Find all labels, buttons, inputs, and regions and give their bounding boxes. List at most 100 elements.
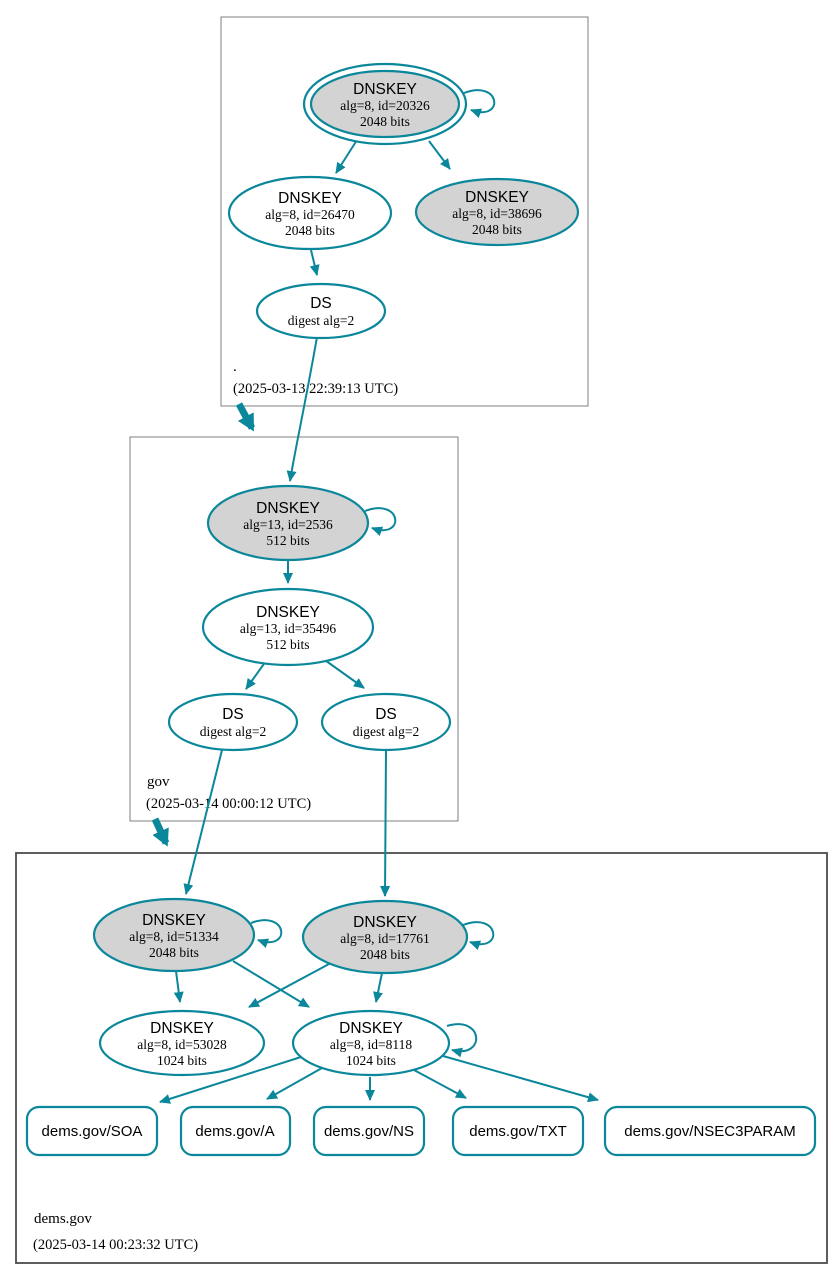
dnskey-bits: 1024 bits	[157, 1053, 207, 1068]
rrset-label: dems.gov/NSEC3PARAM	[624, 1123, 795, 1140]
dnskey-ellipse	[414, 177, 580, 247]
rrset-label: dems.gov/NS	[324, 1123, 414, 1140]
dnskey-node-8118[interactable]: DNSKEY alg=8, id=8118 1024 bits	[291, 1009, 451, 1077]
ds-ellipse	[320, 692, 452, 752]
rrset-node-a[interactable]: dems.gov/A	[179, 1105, 292, 1157]
ds-node-root[interactable]: DS digest alg=2	[255, 282, 387, 340]
dnskey-title: DNSKEY	[339, 1020, 403, 1037]
rrset-label: dems.gov/A	[195, 1123, 274, 1140]
ksk-inner-ring	[309, 69, 461, 139]
dnskey-node-35496[interactable]: DNSKEY alg=13, id=35496 512 bits	[201, 587, 375, 667]
dnskey-detail: alg=8, id=51334	[129, 929, 219, 944]
dnskey-bits: 2048 bits	[360, 114, 410, 129]
rrset-box	[603, 1105, 817, 1157]
dnskey-bits: 512 bits	[266, 533, 309, 548]
rrsig-self-loop-8118	[446, 1023, 478, 1058]
dnskey-node-20326-ksk[interactable]: DNSKEY alg=8, id=20326 2048 bits	[302, 62, 468, 146]
dnskey-ellipse	[98, 1009, 266, 1077]
dnskey-detail: alg=8, id=20326	[340, 98, 430, 113]
dnskey-title: DNSKEY	[278, 190, 342, 207]
edge-8118-to-a	[266, 1067, 323, 1100]
dnskey-title: DNSKEY	[142, 912, 206, 929]
rrset-node-ns[interactable]: dems.gov/NS	[312, 1105, 426, 1157]
edge-ds-root-to-gov-ksk	[286, 336, 318, 482]
dnskey-node-53028[interactable]: DNSKEY alg=8, id=53028 1024 bits	[98, 1009, 266, 1077]
rrset-node-soa[interactable]: dems.gov/SOA	[25, 1105, 159, 1157]
dnskey-ellipse	[291, 1009, 451, 1077]
ds-detail: digest alg=2	[200, 724, 266, 739]
rrset-box	[312, 1105, 426, 1157]
dnskey-detail: alg=13, id=2536	[243, 517, 333, 532]
rrset-label: dems.gov/TXT	[469, 1123, 567, 1140]
edge-ds2-gov-to-ksk-17761	[380, 749, 391, 897]
dnskey-ellipse	[206, 484, 370, 562]
edge-51334-to-8118	[232, 960, 310, 1008]
dnskey-detail: alg=8, id=17761	[340, 931, 429, 946]
dnskey-title: DNSKEY	[150, 1020, 214, 1037]
ds-detail: digest alg=2	[353, 724, 419, 739]
dnskey-bits: 512 bits	[266, 637, 309, 652]
edge-35496-to-ds2	[321, 657, 365, 689]
ds-ellipse	[167, 692, 299, 752]
dnskey-node-51334-ksk[interactable]: DNSKEY alg=8, id=51334 2048 bits	[92, 897, 256, 973]
rrsig-self-loop-51334	[250, 919, 283, 949]
dnskey-title: DNSKEY	[256, 604, 320, 621]
dnskey-node-38696[interactable]: DNSKEY alg=8, id=38696 2048 bits	[414, 177, 580, 247]
dnskey-node-26470[interactable]: DNSKEY alg=8, id=26470 2048 bits	[227, 175, 393, 251]
zone-timestamp-root: (2025-03-13 22:39:13 UTC)	[233, 381, 398, 397]
dnskey-title: DNSKEY	[353, 81, 417, 98]
zone-label-root: .	[233, 359, 237, 375]
edge-8118-to-soa	[159, 1056, 302, 1104]
rrsig-self-loop-2536	[364, 507, 397, 537]
dnskey-bits: 2048 bits	[149, 945, 199, 960]
edge-8118-to-txt	[413, 1069, 467, 1099]
zone-label-demsgov: dems.gov	[34, 1211, 92, 1227]
ds-ellipse	[255, 282, 387, 340]
edge-17761-to-53028	[248, 963, 330, 1008]
delegation-arrow-gov-to-demsgov	[151, 817, 170, 847]
edge-ds1-gov-to-ksk-51334	[183, 749, 223, 895]
edge-26470-to-ds-root	[309, 249, 320, 276]
zone-timestamp-gov: (2025-03-14 00:00:12 UTC)	[146, 796, 311, 812]
rrset-box	[451, 1105, 585, 1157]
ds-title: DS	[375, 706, 397, 723]
dnskey-ellipse	[92, 897, 256, 973]
rrsig-self-loop-20326	[463, 89, 496, 119]
dnskey-ellipse	[301, 899, 469, 975]
rrsig-self-loop-17761	[462, 921, 495, 951]
edge-17761-to-8118	[373, 972, 383, 1003]
rrset-box	[179, 1105, 292, 1157]
dnskey-bits: 2048 bits	[285, 223, 335, 238]
dnskey-detail: alg=13, id=35496	[240, 621, 336, 636]
dnskey-bits: 1024 bits	[346, 1053, 396, 1068]
edge-51334-to-53028	[173, 970, 184, 1003]
edge-35496-to-ds1	[245, 660, 267, 690]
dnskey-title: DNSKEY	[353, 914, 417, 931]
ds-detail: digest alg=2	[288, 313, 354, 328]
rrset-label: dems.gov/SOA	[42, 1123, 143, 1140]
delegation-arrow-root-to-gov	[235, 402, 256, 432]
dnskey-bits: 2048 bits	[360, 947, 410, 962]
dnskey-ellipse	[201, 587, 375, 667]
dnskey-node-2536-ksk[interactable]: DNSKEY alg=13, id=2536 512 bits	[206, 484, 370, 562]
dnskey-title: DNSKEY	[256, 500, 320, 517]
zone-label-gov: gov	[147, 774, 170, 790]
ds-node-gov-left[interactable]: DS digest alg=2	[167, 692, 299, 752]
ds-title: DS	[310, 295, 332, 312]
dnskey-bits: 2048 bits	[472, 222, 522, 237]
dnskey-node-17761-ksk[interactable]: DNSKEY alg=8, id=17761 2048 bits	[301, 899, 469, 975]
dnskey-ellipse	[227, 175, 393, 251]
edge-20326-to-38696	[428, 140, 451, 170]
rrset-node-txt[interactable]: dems.gov/TXT	[451, 1105, 585, 1157]
rrset-box	[25, 1105, 159, 1157]
dnskey-detail: alg=8, id=53028	[137, 1037, 227, 1052]
ds-title: DS	[222, 706, 244, 723]
zone-timestamp-demsgov: (2025-03-14 00:23:32 UTC)	[33, 1237, 198, 1253]
rrset-node-nsec3param[interactable]: dems.gov/NSEC3PARAM	[603, 1105, 817, 1157]
dnskey-detail: alg=8, id=8118	[330, 1037, 412, 1052]
edge-8118-to-nsec3param	[442, 1055, 599, 1103]
dnskey-detail: alg=8, id=38696	[452, 206, 542, 221]
ds-node-gov-right[interactable]: DS digest alg=2	[320, 692, 452, 752]
edge-20326-to-26470	[335, 139, 358, 174]
